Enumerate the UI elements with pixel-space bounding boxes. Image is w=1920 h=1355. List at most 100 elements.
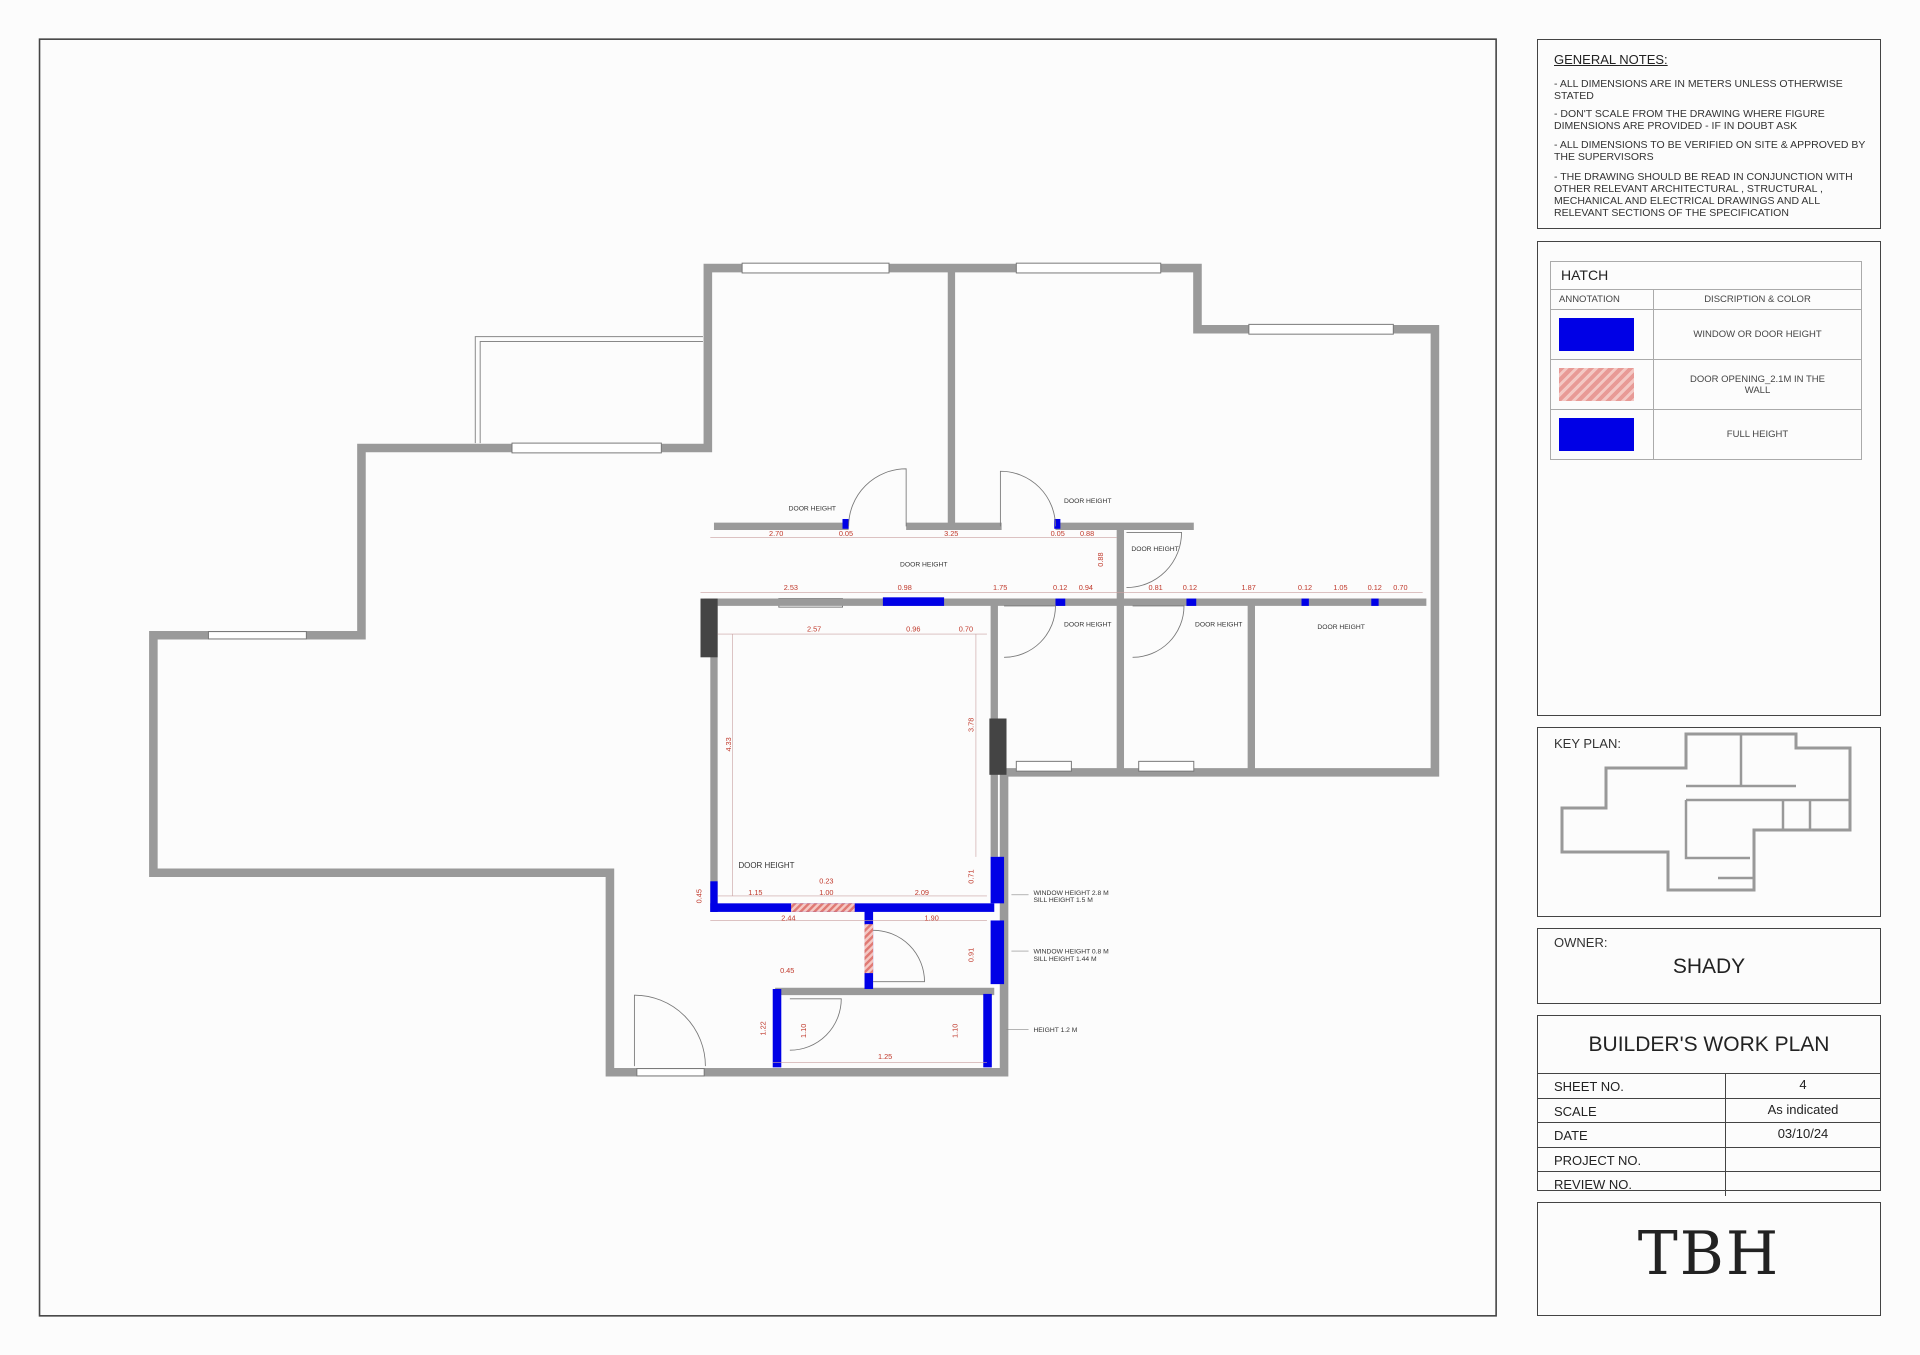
window-note: SILL HEIGHT 1.44 M (1033, 956, 1097, 963)
hatch-description: FULL HEIGHT (1726, 429, 1789, 440)
door-height-note: DOOR HEIGHT (1317, 624, 1364, 631)
dimension-lines (700, 537, 1423, 1063)
hatched-swatch (1559, 368, 1634, 401)
dim-label: 0.71 (966, 869, 975, 883)
dim-label: 0.81 (1149, 583, 1163, 592)
dim-label: 0.70 (1393, 583, 1407, 592)
dim-label: 2.44 (781, 913, 795, 922)
door-swings (633, 468, 1185, 1067)
hatch-header: ANNOTATION DISCRIPTION & COLOR (1551, 290, 1861, 310)
drawing-frame (38, 38, 1497, 1317)
note-item: - DON'T SCALE FROM THE DRAWING WHERE FIG… (1554, 108, 1825, 132)
owner-panel: OWNER: SHADY (1537, 928, 1881, 1004)
door-height-note: DOOR HEIGHT (900, 562, 947, 569)
general-notes-title: GENERAL NOTES: (1554, 52, 1668, 67)
annotations: DOOR HEIGHT DOOR HEIGHT DOOR HEIGHT DOOR… (738, 498, 1364, 1034)
key-plan-panel: KEY PLAN: (1537, 727, 1881, 917)
windows (207, 262, 1394, 1077)
dim-label: 0.05 (1051, 529, 1065, 538)
dim-label: 0.70 (959, 625, 973, 634)
door-height-note: DOOR HEIGHT (789, 505, 836, 512)
field-key: PROJECT NO. (1538, 1147, 1726, 1171)
door-height-note: DOOR HEIGHT (1064, 622, 1111, 629)
field-key: REVIEW NO. (1538, 1172, 1726, 1196)
dim-label: 1.05 (1333, 583, 1347, 592)
logo-panel: TBH (1537, 1202, 1881, 1316)
door-height-note: DOOR HEIGHT (1195, 622, 1242, 629)
hatch-description: DOOR OPENING_2.1M IN THE WALL (1690, 373, 1825, 396)
dim-label: 0.94 (1079, 583, 1093, 592)
key-plan-label: KEY PLAN: (1554, 736, 1621, 751)
field-value (1726, 1148, 1880, 1172)
dim-label: 4.33 (724, 737, 733, 751)
window-note: SILL HEIGHT 1.5 M (1033, 897, 1093, 904)
dim-label: 1.22 (758, 1021, 767, 1035)
general-notes-panel: GENERAL NOTES: - ALL DIMENSIONS ARE IN M… (1537, 39, 1881, 229)
hatch-description: WINDOW OR DOOR HEIGHT (1693, 329, 1822, 340)
dim-label: 0.23 (819, 877, 833, 886)
window-note: WINDOW HEIGHT 2.8 M (1033, 890, 1109, 897)
dim-label: 1.75 (993, 583, 1007, 592)
hatch-row: WINDOW OR DOOR HEIGHT (1551, 310, 1861, 360)
note-item: - THE DRAWING SHOULD BE READ IN CONJUNCT… (1554, 171, 1853, 219)
dim-label: 0.98 (898, 583, 912, 592)
dim-label: 1.90 (925, 913, 939, 922)
title-row-date: DATE 03/10/24 (1538, 1123, 1880, 1148)
dim-label: 0.91 (966, 948, 975, 962)
dim-label: 1.00 (819, 888, 833, 897)
dim-label: 0.12 (1368, 583, 1382, 592)
blue-swatch (1559, 318, 1634, 351)
dim-label: 0.12 (1053, 583, 1067, 592)
dim-label: 0.88 (1096, 552, 1105, 566)
dim-label: 1.15 (748, 888, 762, 897)
dim-label: 2.53 (784, 583, 798, 592)
field-value (1726, 1172, 1880, 1196)
title-row-sheet: SHEET NO. 4 (1538, 1074, 1880, 1099)
dim-label: 0.12 (1183, 583, 1197, 592)
window-note: WINDOW HEIGHT 0.8 M (1033, 949, 1109, 956)
hatch-row: FULL HEIGHT (1551, 410, 1861, 459)
dim-label: 0.96 (906, 625, 920, 634)
dim-label: 0.12 (1298, 583, 1312, 592)
door-opening-hatch (791, 903, 855, 912)
field-value: 4 (1799, 1077, 1807, 1092)
dimension-labels: 2.70 0.05 3.25 0.05 0.88 0.88 2.53 0.98 … (695, 529, 1408, 1061)
hatch-title: HATCH (1551, 262, 1861, 290)
field-key: SCALE (1538, 1098, 1726, 1122)
dim-label: 1.10 (799, 1024, 808, 1038)
owner-label: OWNER: (1554, 935, 1608, 950)
dim-label: 3.25 (944, 529, 958, 538)
field-key: DATE (1538, 1123, 1726, 1147)
door-height-note: DOOR HEIGHT (1064, 498, 1111, 505)
title-row-project: PROJECT NO. (1538, 1147, 1880, 1172)
dim-label: 0.45 (695, 889, 704, 903)
description-header: DISCRIPTION & COLOR (1704, 294, 1811, 305)
dim-label: 1.10 (951, 1024, 960, 1038)
dim-label: 2.09 (915, 888, 929, 897)
door-height-note: DOOR HEIGHT (1131, 546, 1178, 553)
door-opening-hatch (864, 924, 874, 974)
company-logo: TBH (1637, 1219, 1781, 1289)
title-row-review: REVIEW NO. (1538, 1172, 1880, 1196)
outer-wall (149, 263, 1440, 1077)
dim-label: 1.87 (1242, 583, 1256, 592)
field-key: SHEET NO. (1538, 1074, 1726, 1098)
owner-name: SHADY (1672, 955, 1746, 978)
column (989, 718, 1007, 775)
dim-label: 0.88 (1080, 529, 1094, 538)
field-value: 03/10/24 (1777, 1126, 1829, 1141)
hatch-panel: HATCH ANNOTATION DISCRIPTION & COLOR WIN… (1537, 241, 1881, 716)
dim-label: 2.57 (807, 625, 821, 634)
annotation-header: ANNOTATION (1551, 290, 1654, 309)
dim-label: 2.70 (769, 529, 783, 538)
window-note: HEIGHT 1.2 M (1033, 1027, 1077, 1034)
note-item: - ALL DIMENSIONS TO BE VERIFIED ON SITE … (1554, 139, 1866, 163)
drawing-title: BUILDER'S WORK PLAN (1538, 1016, 1880, 1074)
dim-label: 3.78 (966, 718, 975, 732)
hatch-row: DOOR OPENING_2.1M IN THE WALL (1551, 360, 1861, 410)
key-plan-thumbnail (1560, 732, 1852, 892)
